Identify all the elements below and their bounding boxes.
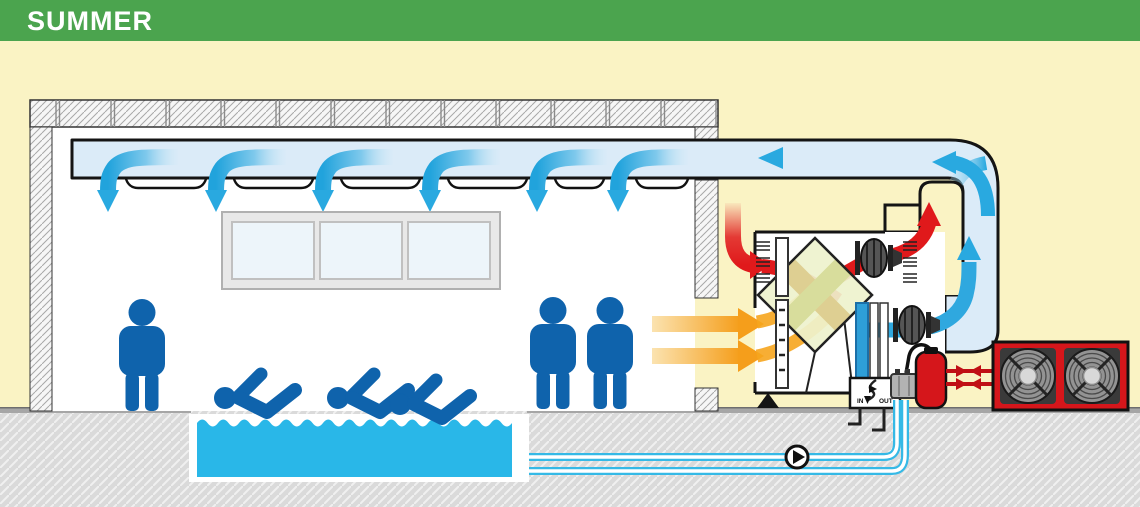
cooling-coil: [855, 302, 869, 386]
condenser-unit: [991, 340, 1130, 412]
droplet-eliminator: [869, 302, 879, 386]
condenser-fan-icon: [1063, 347, 1121, 405]
compressor: [914, 350, 948, 410]
droplet-eliminator: [879, 302, 889, 386]
pool: [189, 414, 529, 482]
pump-icon: [784, 444, 810, 470]
diffuser-vanes: [124, 178, 690, 190]
pool-water: [197, 419, 512, 477]
window-pane: [319, 221, 403, 280]
refrigeration-circuit: [890, 343, 993, 410]
ahu-internals: [755, 237, 941, 389]
condenser-fan-icon: [999, 347, 1057, 405]
supply-air-diffuser-arrows: [97, 147, 995, 217]
diffuser-arrow-icon: [97, 149, 179, 212]
window-pane: [231, 221, 315, 280]
duct-flow-arrow-icon: [758, 147, 852, 169]
refrigerant-line-arrows: [946, 365, 993, 390]
roof: [29, 99, 719, 128]
out-label: OUT: [879, 398, 893, 405]
window-pane: [407, 221, 491, 280]
in-label: IN: [857, 398, 864, 405]
page-title: SUMMER: [27, 6, 153, 36]
left-wall: [29, 126, 53, 412]
diffuser-arrow-icon: [419, 149, 501, 212]
pool-water-circuit: [500, 400, 909, 475]
underground-pipe-stubs: [848, 408, 886, 432]
right-wall: [694, 126, 719, 412]
diffuser-arrow-icon: [205, 149, 287, 212]
header: SUMMER: [0, 0, 1140, 41]
unit-foot: [757, 393, 779, 408]
air-filter: [775, 237, 789, 297]
window: [221, 211, 501, 290]
outdoor-air-intake-arrow-icon: [725, 203, 770, 279]
diffuser-arrow-icon: [526, 149, 608, 212]
diffuser-arrow-icon: [312, 149, 394, 212]
diffuser-arrow-icon: [607, 149, 689, 212]
extract-air-arrow-icon: [652, 340, 764, 372]
extract-air-arrow-icon: [652, 308, 764, 340]
air-filter: [775, 299, 789, 389]
plate-heat-exchanger: [890, 369, 918, 399]
